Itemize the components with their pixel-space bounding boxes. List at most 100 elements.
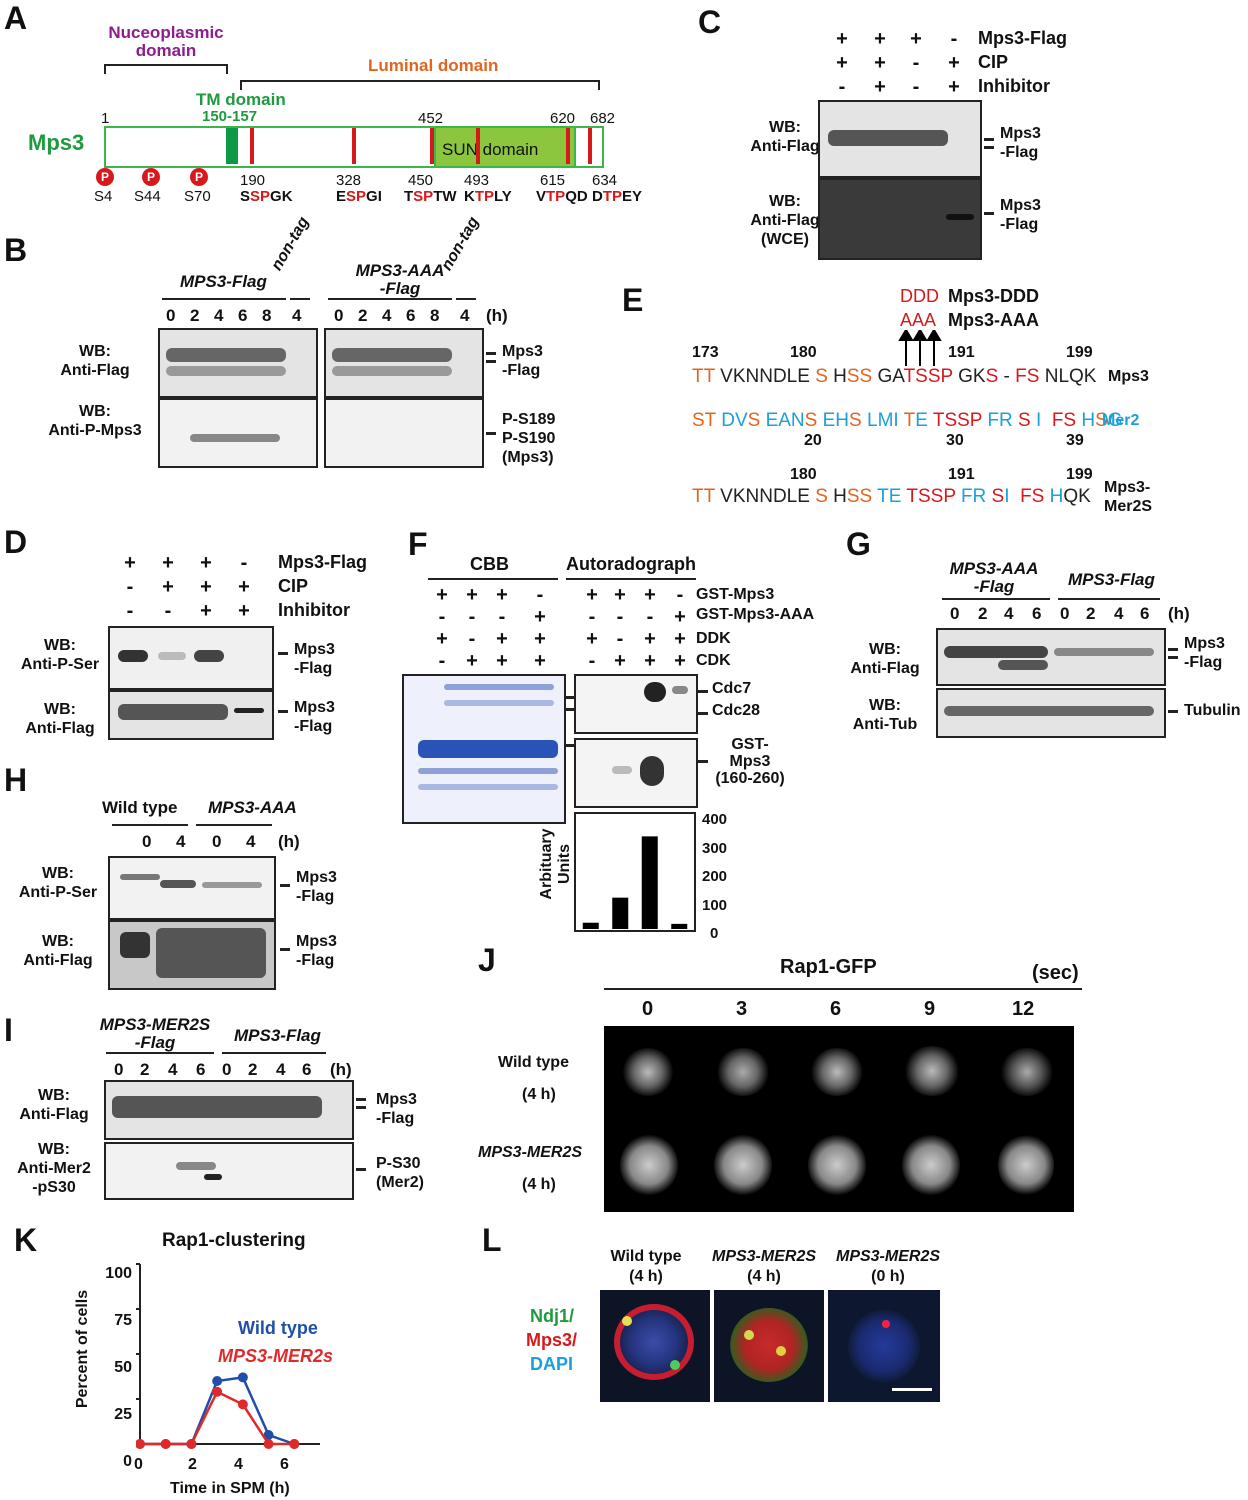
f-ylabel: Arbituary Units [538, 828, 573, 900]
panel-label-f: F [408, 526, 428, 562]
motif-num-493: 493 [464, 172, 490, 189]
e-n173: 173 [692, 344, 719, 361]
site-328-mark [352, 128, 356, 164]
k-point-mps3-mer2s [160, 1439, 171, 1449]
b-blot-pmps3-right [324, 398, 484, 468]
d-row1-label: WB: Anti-P-Ser [20, 637, 100, 673]
h-band2-label: Mps3 -Flag [296, 933, 337, 969]
motif-328: ESPGI [336, 188, 382, 205]
mer2s-segment: TSSP [901, 486, 956, 507]
l-col2-b: (4 h) [747, 1268, 781, 1285]
panel-label-e: E [622, 282, 644, 318]
b-band2-label: P-S189 P-S190 (Mps3) [502, 411, 556, 466]
e-mer2s-name: Mps3- Mer2S [1104, 479, 1153, 515]
panel-label-k: K [14, 1222, 38, 1258]
e-seq-mps3: TT VKNNDLE S HSS GATSSP GKS - FS NLQK [692, 366, 1096, 388]
b-band1-label: Mps3 -Flag [502, 343, 543, 379]
mer2-segment: EAN [760, 410, 805, 431]
pos-1: 1 [101, 110, 110, 127]
h-group-aaa: MPS3-AAA [208, 798, 297, 817]
d-row2-label: WB: Anti-Flag [25, 701, 95, 737]
h-row1-label: WB: Anti-P-Ser [18, 865, 98, 901]
site-634-mark [588, 128, 592, 164]
motif-450: TSPTW [404, 188, 457, 205]
site-s70: S70 [184, 188, 211, 205]
mps3-segment: S [985, 366, 999, 387]
mer2-segment: E [915, 410, 928, 431]
mer2s-segment: FR [955, 486, 987, 507]
panel-label-a: A [4, 0, 28, 36]
l-stain-ndj1: Ndj1/ [530, 1306, 575, 1326]
phospho-circle-s70: P [190, 168, 208, 186]
j-row2b-label: (4 h) [522, 1176, 556, 1193]
k-ylabel: Percent of cells [74, 1289, 91, 1409]
i-group-mer2s: MPS3-MER2S -Flag [99, 1015, 211, 1052]
site-190-mark [250, 128, 254, 164]
motif-615: VTPQD [536, 188, 588, 205]
panel-label-l: L [482, 1222, 502, 1258]
phospho-circle-s44: P [142, 168, 160, 186]
i-blot-flag [104, 1080, 354, 1140]
motif-num-450: 450 [408, 172, 434, 189]
l-stain-dapi: DAPI [530, 1354, 574, 1374]
mer2-segment: DV [715, 410, 748, 431]
mps3-segment: TT [692, 366, 715, 387]
g-group-aaa: MPS3-AAA -Flag [949, 559, 1039, 596]
motif-num-634: 634 [592, 172, 618, 189]
mer2s-segment: QK [1063, 486, 1091, 507]
mps3-segment: NLQK [1039, 366, 1097, 387]
mer2s-segment: H [827, 486, 847, 507]
mps3-segment: GA [872, 366, 904, 387]
k-point-mps3-mer2s [289, 1439, 300, 1449]
mer2s-segment: FS [1014, 486, 1045, 507]
e-m-n199: 199 [1066, 466, 1093, 483]
pos-682: 682 [590, 110, 616, 127]
j-row1b-label: (4 h) [522, 1086, 556, 1103]
d-blot-flag [108, 690, 274, 740]
g-group-flag: MPS3-Flag [1068, 570, 1155, 589]
e-aaa: AAA [900, 310, 937, 330]
protein-name: Mps3 [28, 130, 85, 155]
motif-634: DTPEY [592, 188, 643, 205]
c-band1-label: Mps3 -Flag [1000, 125, 1041, 161]
mer2-segment: T [903, 410, 916, 431]
d-band2-label: Mps3 -Flag [294, 699, 335, 735]
motif-493: KTPLY [464, 188, 512, 205]
k-xlabel: Time in SPM (h) [170, 1480, 290, 1497]
c-blot-wce [818, 178, 982, 260]
nucleoplasmic-domain-label: Nuceoplasmic domain [108, 23, 224, 60]
e-ddd: DDD [900, 286, 939, 306]
e-n30: 30 [946, 432, 964, 449]
k-point-wild-type [263, 1430, 274, 1440]
luminal-domain-label: Luminal domain [368, 56, 499, 75]
motif-190: SSPGK [240, 188, 293, 205]
site-615-mark [566, 128, 570, 164]
mps3-segment: SS [846, 366, 873, 387]
panel-label-h: H [4, 762, 28, 798]
e-n199: 199 [1066, 344, 1093, 361]
sun-domain-label: SUN domain [442, 140, 539, 159]
motif-num-615: 615 [540, 172, 566, 189]
f-cdc28: Cdc28 [712, 702, 761, 719]
e-mer2-name: Mer2 [1102, 412, 1140, 429]
j-row1-label: Wild type [498, 1054, 569, 1071]
l-image-wt [600, 1290, 710, 1402]
g-row2-label: WB: Anti-Tub [852, 697, 918, 733]
mps3-domain-bar [104, 126, 604, 168]
e-seq-mer2: ST DVS EANS EHS LMI TE TSSP FR S I FS HS… [692, 410, 1123, 432]
e-mps3-name: Mps3 [1108, 368, 1149, 385]
c-blot-flag [818, 100, 982, 178]
phospho-circle-s4: P [96, 168, 114, 186]
l-col2-a: MPS3-MER2S [711, 1248, 817, 1265]
e-n39: 39 [1066, 432, 1084, 449]
c-row2-label: WB: Anti-Flag (WCE) [750, 193, 820, 248]
c-row1-label: WB: Anti-Flag [750, 119, 820, 155]
k-title: Rap1-clustering [162, 1230, 306, 1251]
f-bar-4 [671, 923, 688, 929]
b-row2-label: WB: Anti-P-Mps3 [48, 403, 142, 439]
g-band1-label: Mps3 -Flag [1184, 635, 1225, 671]
